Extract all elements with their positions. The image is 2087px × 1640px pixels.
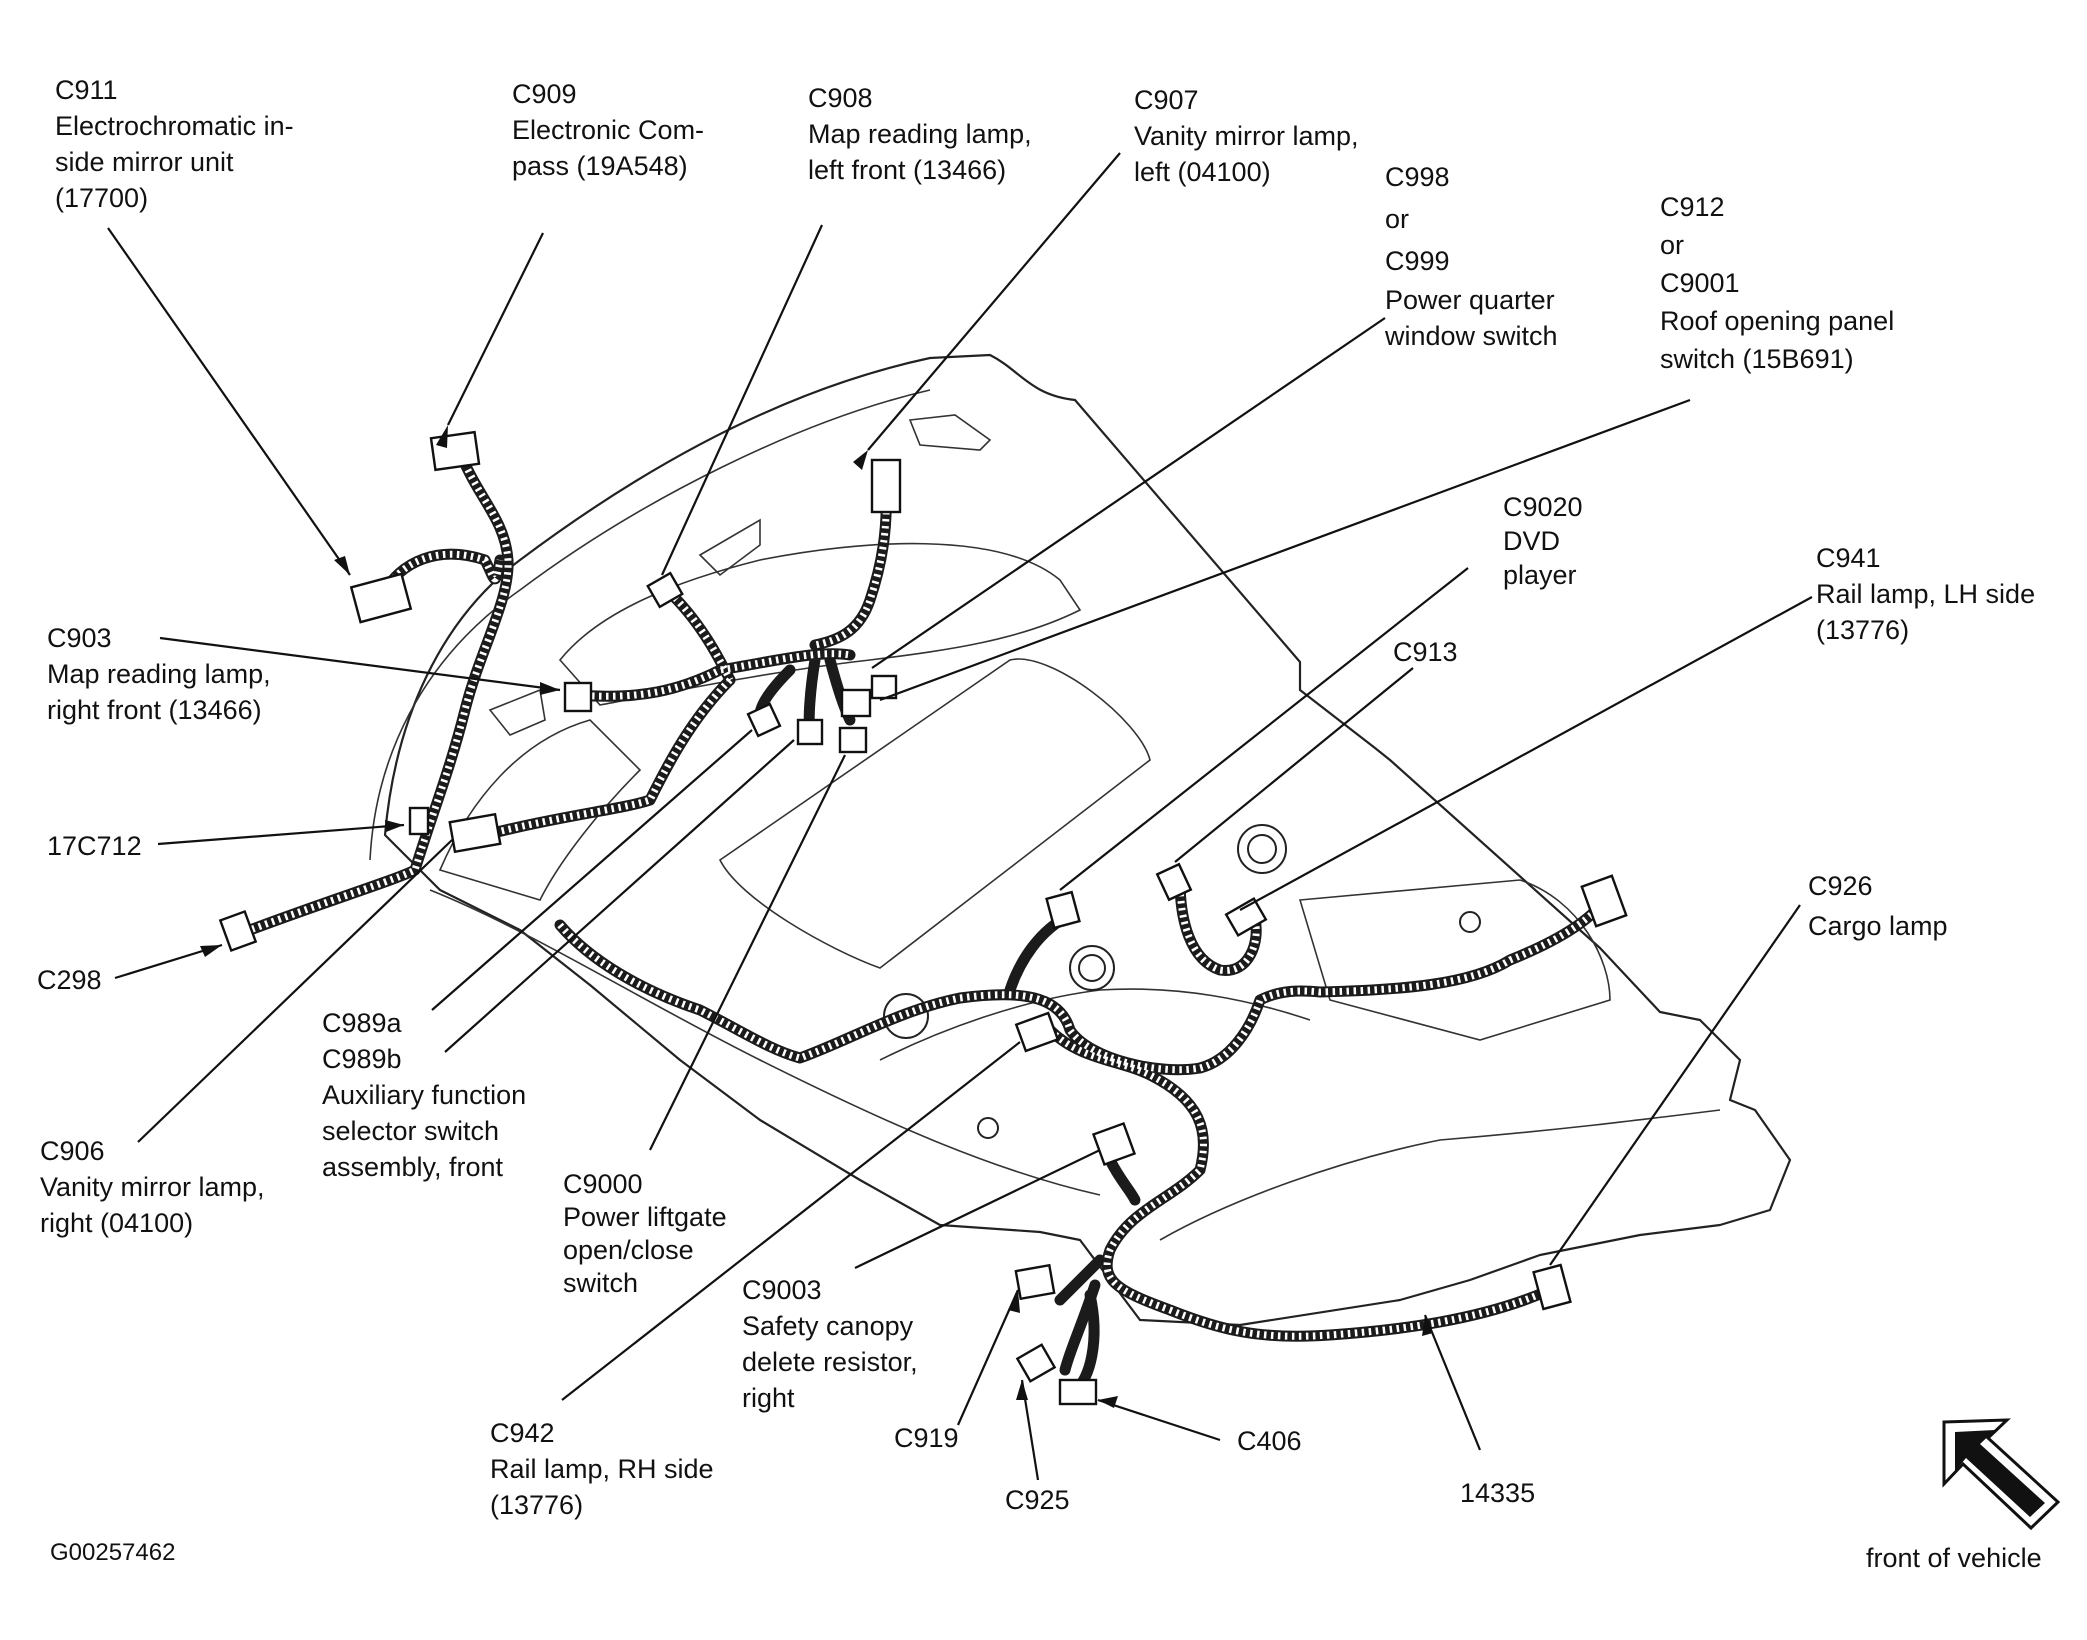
visor-bracket-right <box>488 688 546 736</box>
connector-c941 <box>1224 896 1268 938</box>
connector-c941-far <box>1580 874 1628 928</box>
connector-c989b <box>796 718 824 746</box>
connector-c9020 <box>1045 890 1081 930</box>
visor-clip-top <box>908 414 992 451</box>
sunroof-frame <box>558 542 1082 706</box>
connector-c926 <box>1532 1263 1572 1311</box>
connector-c906 <box>448 812 502 854</box>
figure-id: G00257462 <box>50 1539 176 1566</box>
roof-panel-left <box>438 719 642 901</box>
connector-c9000 <box>838 726 868 754</box>
connector-c942 <box>1014 1011 1060 1053</box>
mid-roof-contour <box>879 988 1311 1061</box>
connector-c903 <box>563 681 593 713</box>
connector-c919 <box>1014 1263 1056 1301</box>
leader-lines <box>107 152 1813 1481</box>
connector-c925 <box>1015 1343 1057 1383</box>
connector-c913 <box>1155 862 1193 902</box>
connectors <box>218 430 1628 1406</box>
label-c406: C406 <box>1237 1426 1302 1456</box>
connector-c998 <box>840 688 872 718</box>
headliner-rear-edge <box>369 389 931 861</box>
headliner-outline <box>383 353 1792 1327</box>
connector-c911 <box>349 572 413 624</box>
wiring-harness-14335 <box>244 451 1611 1396</box>
connector-c9003 <box>1091 1121 1137 1167</box>
connector-c406 <box>1058 1378 1098 1406</box>
roof-hole <box>1078 954 1106 982</box>
connector-c989a <box>746 702 782 738</box>
front-of-vehicle-caption: front of vehicle <box>1866 1543 2042 1573</box>
rear-console-outline <box>1298 879 1611 1041</box>
roof-hole <box>1459 911 1481 933</box>
visor-bracket-left <box>698 518 761 577</box>
connector-17c712 <box>408 806 430 836</box>
roof-hole <box>1247 834 1277 864</box>
label-c919: C919 <box>894 1423 959 1453</box>
connector-c909 <box>429 430 481 472</box>
connector-c907 <box>870 458 902 514</box>
label-c913: C913 <box>1393 637 1458 667</box>
label-14335: 14335 <box>1460 1478 1536 1508</box>
wiring-harness-hatch <box>248 455 1608 1340</box>
label-c298: C298 <box>37 965 102 995</box>
roof-hole <box>977 1117 999 1139</box>
connector-c298 <box>218 909 258 953</box>
rear-cargo-outline <box>1159 1109 1721 1241</box>
sunroof-glass <box>718 658 1151 969</box>
front-of-vehicle-arrow-icon <box>1942 1418 2061 1531</box>
headliner-side-edge <box>429 889 1101 1196</box>
label-17c712: 17C712 <box>47 831 142 861</box>
connector-c908 <box>646 571 684 609</box>
label-c925: C925 <box>1005 1485 1070 1515</box>
